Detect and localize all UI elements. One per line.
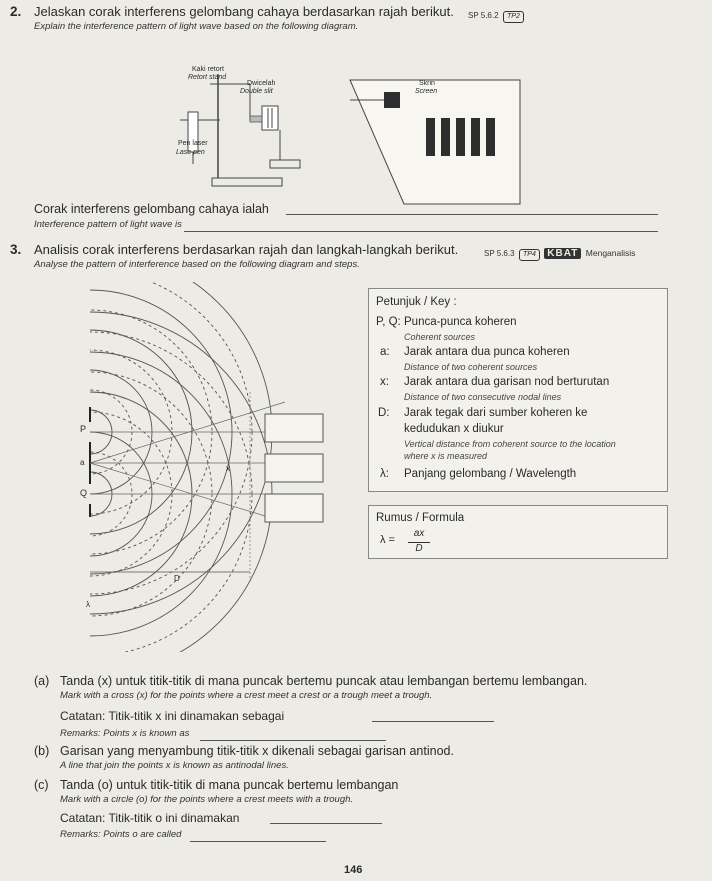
part-a-answer-line-2[interactable] <box>200 740 386 741</box>
part-a-answer-line[interactable] <box>372 721 494 722</box>
key-ms-a: Jarak antara dua punca koheren <box>404 346 570 358</box>
label-x: x <box>226 464 230 473</box>
label-screen-en: Screen <box>415 88 438 95</box>
label-retort-en: Retort stand <box>188 74 227 81</box>
label-lambda: λ <box>86 600 90 609</box>
label-slit-ms: Dwicelah <box>247 80 276 87</box>
formula-numerator: ax <box>413 528 425 539</box>
part-a-text-en: Mark with a cross (x) for the points whe… <box>60 690 433 701</box>
q2-answer-label-en: Interference pattern of light wave is <box>34 219 182 230</box>
sp-code: SP 5.6.2 <box>468 11 499 20</box>
label-slit-en: Double slit <box>240 88 273 95</box>
key-sym-a: a: <box>380 346 390 358</box>
formula-denominator: D <box>415 543 423 554</box>
key-box <box>368 288 668 492</box>
q2-answer-line-2[interactable] <box>184 231 658 232</box>
key-title: Petunjuk / Key : <box>376 296 457 308</box>
part-c-text-en: Mark with a circle (o) for the points wh… <box>60 794 354 805</box>
wavefronts <box>90 282 273 652</box>
light-source-block <box>384 92 400 108</box>
fringe-3 <box>456 118 465 156</box>
key-en2-d: where x is measured <box>404 451 488 461</box>
part-b-text: Garisan yang menyambung titik-titik x di… <box>60 744 454 758</box>
label-screen-ms: Skrin <box>419 80 435 87</box>
question-3-text: Analisis corak interferens berdasarkan r… <box>34 242 459 257</box>
formula-lhs: λ = <box>380 534 395 546</box>
part-a-label: (a) <box>34 674 50 688</box>
label-laser-ms: Pen laser <box>178 140 208 147</box>
double-slit <box>261 105 279 131</box>
question-3-number: 3. <box>10 242 22 257</box>
key-en-x: Distance of two consecutive nodal lines <box>404 392 562 402</box>
part-c-label: (c) <box>34 778 49 792</box>
label-d: D <box>174 574 180 583</box>
fringe-5 <box>486 118 495 156</box>
formula-title: Rumus / Formula <box>376 512 465 524</box>
question-2-codes: SP 5.6.2 TP2 <box>468 5 524 23</box>
formula-fraction-bar <box>408 542 430 543</box>
part-c-text: Tanda (o) untuk titik-titik di mana punc… <box>60 778 399 792</box>
interference-pattern-diagram <box>89 282 324 652</box>
antinodal-line-up <box>89 401 286 464</box>
key-en-d: Vertical distance from coherent source t… <box>404 439 616 449</box>
part-c-note: Catatan: Titik-titik o ini dinamakan <box>60 811 240 825</box>
fringe-4 <box>471 118 480 156</box>
question-2-number: 2. <box>10 4 22 19</box>
label-a: a <box>80 458 85 467</box>
antinodal-line-down <box>89 462 286 523</box>
screen-fringe-diagram <box>349 79 521 205</box>
kbat-badge: KBAT <box>544 248 582 259</box>
tp-badge: TP4 <box>519 249 540 261</box>
part-b-text-en: A line that join the points x is known a… <box>60 760 289 771</box>
double-slit-apparatus-diagram <box>180 74 301 187</box>
second-base <box>269 159 301 169</box>
key-ms-d: Jarak tegak dari sumber koheren ke <box>404 407 588 419</box>
label-q: Q <box>80 488 88 498</box>
tp-badge: TP2 <box>503 11 524 23</box>
label-retort-ms: Kaki retort <box>192 66 224 73</box>
part-b-label: (b) <box>34 744 50 758</box>
part-a-note: Catatan: Titik-titik x ini dinamakan seb… <box>60 709 285 723</box>
part-c-answer-line-2[interactable] <box>190 841 326 842</box>
box-2 <box>264 453 324 483</box>
part-a-note-en: Remarks: Points x is known as <box>60 728 190 739</box>
retort-base <box>211 177 283 187</box>
p-trough-4 <box>90 282 253 595</box>
key-ms-pq: Punca-punca koheren <box>404 316 517 328</box>
slit-clamp <box>249 115 263 123</box>
question-2-text-en: Explain the interference pattern of ligh… <box>34 21 359 32</box>
part-a-text: Tanda (x) untuk titik-titik di mana punc… <box>60 674 588 688</box>
question-3-codes: SP 5.6.3 TP4 KBAT Menganalisis <box>484 243 635 261</box>
fringe-2 <box>441 118 450 156</box>
label-p: P <box>80 424 87 434</box>
q2-answer-label: Corak interferens gelombang cahaya ialah <box>34 202 269 216</box>
sp-code: SP 5.6.3 <box>484 249 515 258</box>
key-en-pq: Coherent sources <box>404 332 476 342</box>
part-c-note-en: Remarks: Points o are called <box>60 829 182 840</box>
formula-box <box>368 505 668 559</box>
question-2-text: Jelaskan corak interferens gelombang cah… <box>34 4 454 19</box>
question-3-text-en: Analyse the pattern of interference base… <box>34 259 360 270</box>
box-3 <box>264 493 324 523</box>
fringe-1 <box>426 118 435 156</box>
key-sym-pq: P, Q: <box>376 316 401 328</box>
key-sym-lambda: λ: <box>380 468 389 480</box>
key-ms2-d: kedudukan x diukur <box>404 423 504 435</box>
key-sym-d: D: <box>378 407 390 419</box>
key-sym-x: x: <box>380 376 389 388</box>
page-number: 146 <box>344 864 363 876</box>
box-1 <box>264 413 324 443</box>
key-ms-x: Jarak antara dua garisan nod berturutan <box>404 376 610 388</box>
q2-answer-line-1[interactable] <box>286 214 658 215</box>
key-ms-lambda: Panjang gelombang / Wavelength <box>404 468 577 480</box>
part-c-answer-line[interactable] <box>270 823 382 824</box>
label-laser-en: Lase pen <box>176 149 205 156</box>
kbat-skill: Menganalisis <box>585 248 636 258</box>
key-en-a: Distance of two coherent sources <box>404 362 538 372</box>
